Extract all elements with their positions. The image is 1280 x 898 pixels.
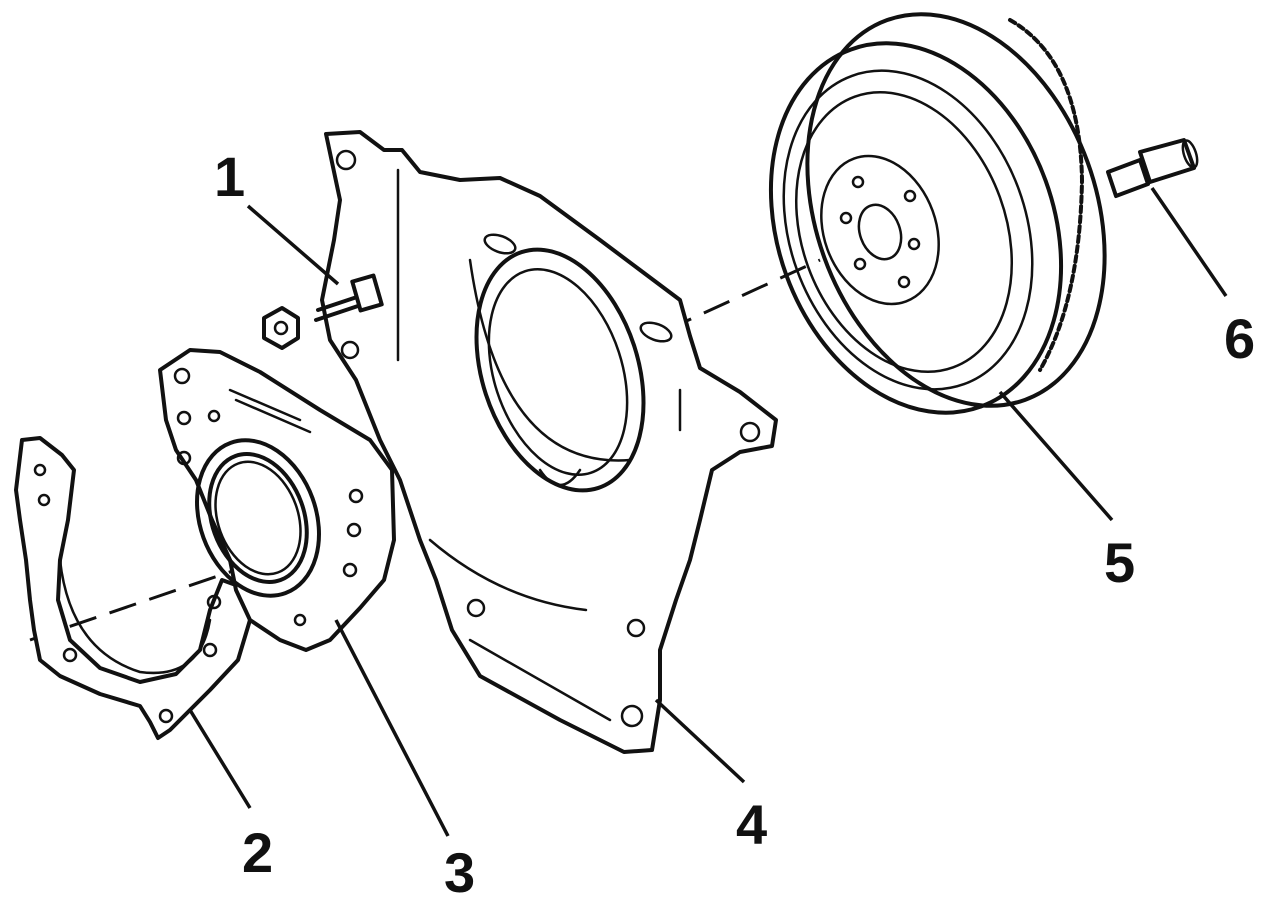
leader-lines	[188, 187, 1228, 837]
oil-seal-retainer	[158, 348, 396, 652]
callout-6: 6	[1224, 307, 1255, 370]
callout-labels: 1 2 3 4 5 6	[214, 145, 1255, 898]
callout-5: 5	[1104, 531, 1135, 594]
callout-3: 3	[444, 841, 475, 898]
leader-2	[188, 709, 252, 809]
rear-end-plate	[320, 130, 778, 754]
stud-and-nut	[262, 273, 384, 350]
callout-1: 1	[214, 145, 245, 208]
leader-4	[654, 698, 746, 784]
flywheel-bolt	[1106, 138, 1199, 198]
leader-6	[1150, 187, 1228, 297]
leader-5	[998, 390, 1114, 522]
leader-3	[334, 619, 450, 837]
rear-seal-gasket	[14, 436, 252, 740]
callout-4: 4	[736, 793, 767, 856]
flywheel	[768, 12, 1107, 415]
leader-1	[246, 204, 340, 286]
callout-2: 2	[242, 821, 273, 884]
